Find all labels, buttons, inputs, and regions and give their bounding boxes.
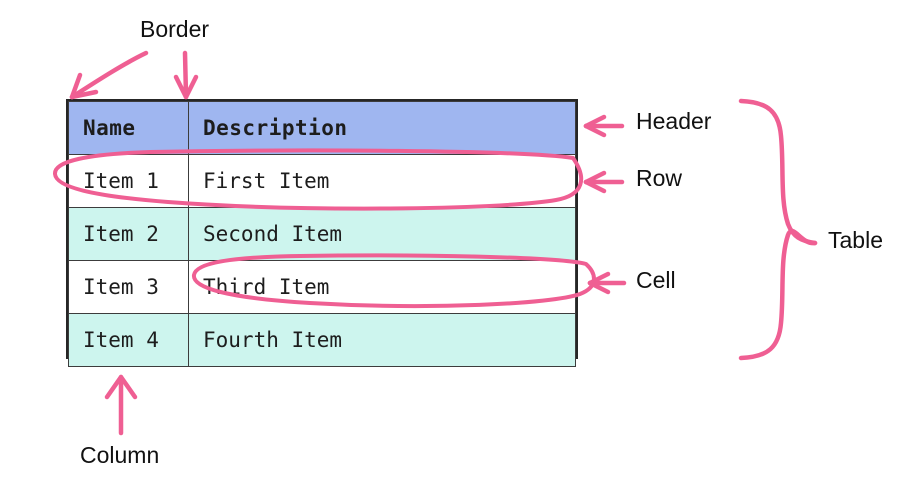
cell-name: Item 3: [68, 260, 189, 314]
cell-description: Fourth Item: [188, 313, 576, 367]
column-header-name: Name: [68, 101, 189, 155]
annotation-label-column: Column: [80, 442, 160, 468]
row-arrow-icon: [583, 170, 625, 194]
table-brace-icon: [738, 98, 818, 361]
data-table: Name Description Item 1 First Item Item …: [68, 101, 576, 367]
cell-description: First Item: [188, 154, 576, 208]
border-arrow-outer-icon: [69, 50, 149, 100]
cell-description: Second Item: [188, 207, 576, 261]
table-row: Item 3 Third Item: [68, 260, 576, 314]
column-header-description: Description: [188, 101, 576, 155]
cell-description: Third Item: [188, 260, 576, 314]
annotation-label-header: Header: [636, 108, 712, 134]
column-arrow-icon: [104, 374, 138, 436]
annotation-label-border: Border: [140, 16, 210, 42]
table-header: Name Description: [68, 101, 576, 155]
table-row: Item 4 Fourth Item: [68, 313, 576, 367]
table-body: Item 1 First Item Item 2 Second Item Ite…: [68, 154, 576, 367]
cell-name: Item 1: [68, 154, 189, 208]
annotation-label-cell: Cell: [636, 267, 676, 293]
header-arrow-icon: [583, 114, 625, 138]
border-arrow-divider-icon: [173, 50, 199, 100]
cell-arrow-icon: [587, 271, 627, 295]
annotation-label-table: Table: [828, 227, 883, 253]
table-row: Item 1 First Item: [68, 154, 576, 208]
table: Name Description Item 1 First Item Item …: [66, 99, 578, 367]
header-row: Name Description: [68, 101, 576, 155]
cell-name: Item 4: [68, 313, 189, 367]
table-row: Item 2 Second Item: [68, 207, 576, 261]
annotation-label-row: Row: [636, 165, 683, 191]
cell-name: Item 2: [68, 207, 189, 261]
